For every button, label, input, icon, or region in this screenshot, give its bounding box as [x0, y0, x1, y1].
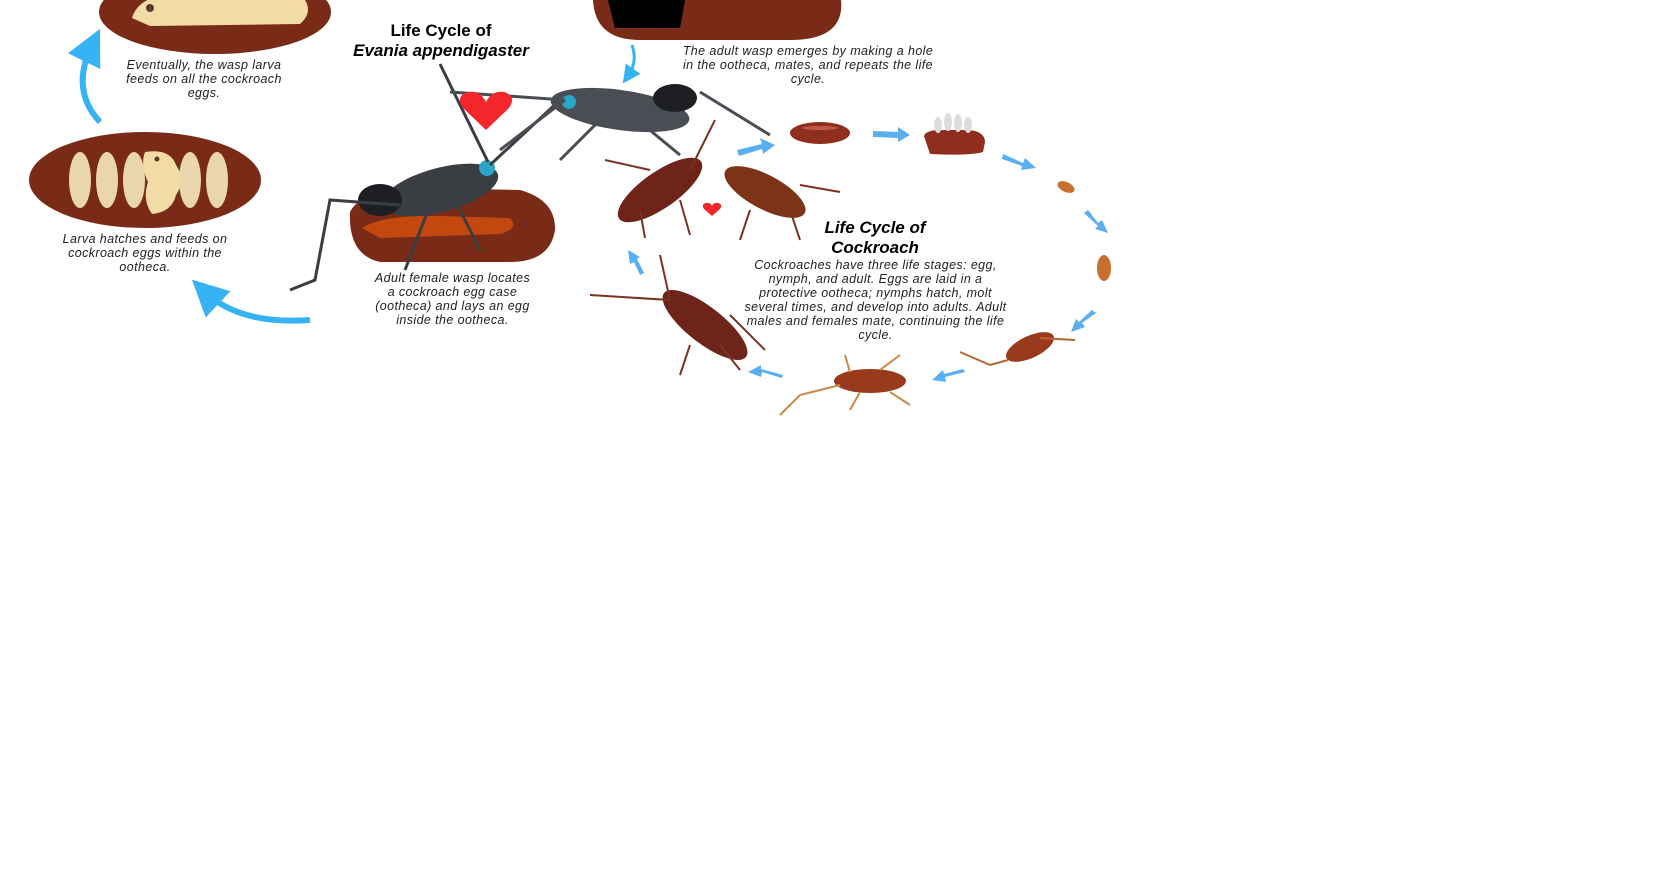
wasp-title-line1: Life Cycle of — [390, 21, 492, 40]
ootheca-icon — [790, 122, 850, 144]
ootheca-larva-hatching — [29, 132, 261, 228]
nymph-icon — [959, 332, 1076, 367]
wasp-step-3-text: Eventually, the wasp larva feeds on all … — [126, 58, 282, 100]
cockroach-title-line1: Life Cycle of — [824, 218, 926, 237]
ootheca-larva-full — [99, 0, 331, 54]
wasp-title-species: Evania appendigaster — [353, 41, 529, 60]
wasp-step-2-text: Larva hatches and feeds on cockroach egg… — [62, 232, 228, 274]
arrow-icon — [737, 138, 775, 156]
ootheca-emerged — [593, 0, 842, 40]
arrow-icon — [628, 250, 644, 275]
arrow-icon — [932, 369, 965, 382]
arrow-icon — [748, 365, 783, 378]
cockroach-cycle-arrows — [628, 127, 1108, 382]
wasp-step-1-text: Adult female wasp locates a cockroach eg… — [374, 271, 531, 327]
wasp-step-4-text: The adult wasp emerges by making a hole … — [682, 44, 934, 86]
arrow-icon — [873, 127, 910, 142]
cockroach-cycle-description: Cockroaches have three life stages: egg,… — [744, 258, 1007, 342]
cockroach-title-line2: Cockroach — [831, 238, 919, 257]
cockroach-cycle-title: Life Cycle of Cockroach — [775, 218, 975, 258]
cockroach-icon — [589, 254, 766, 376]
heart-icon — [702, 202, 722, 216]
nymph-icon — [779, 354, 911, 416]
arrow-icon — [1071, 310, 1096, 332]
wasp-cycle-title: Life Cycle of Evania appendigaster — [320, 21, 562, 61]
nymph-icon — [1057, 181, 1075, 193]
cockroach-icon — [604, 119, 716, 239]
arrow-icon — [622, 44, 641, 84]
arrow-icon — [67, 28, 103, 125]
cockroach-icon — [724, 166, 841, 241]
arrow-icon — [1002, 154, 1036, 170]
ootheca-hatching-icon — [924, 113, 985, 155]
arrow-icon — [1084, 210, 1108, 233]
heart-icon — [459, 91, 513, 130]
nymph-icon — [1097, 255, 1111, 281]
arrow-icon — [191, 279, 311, 324]
